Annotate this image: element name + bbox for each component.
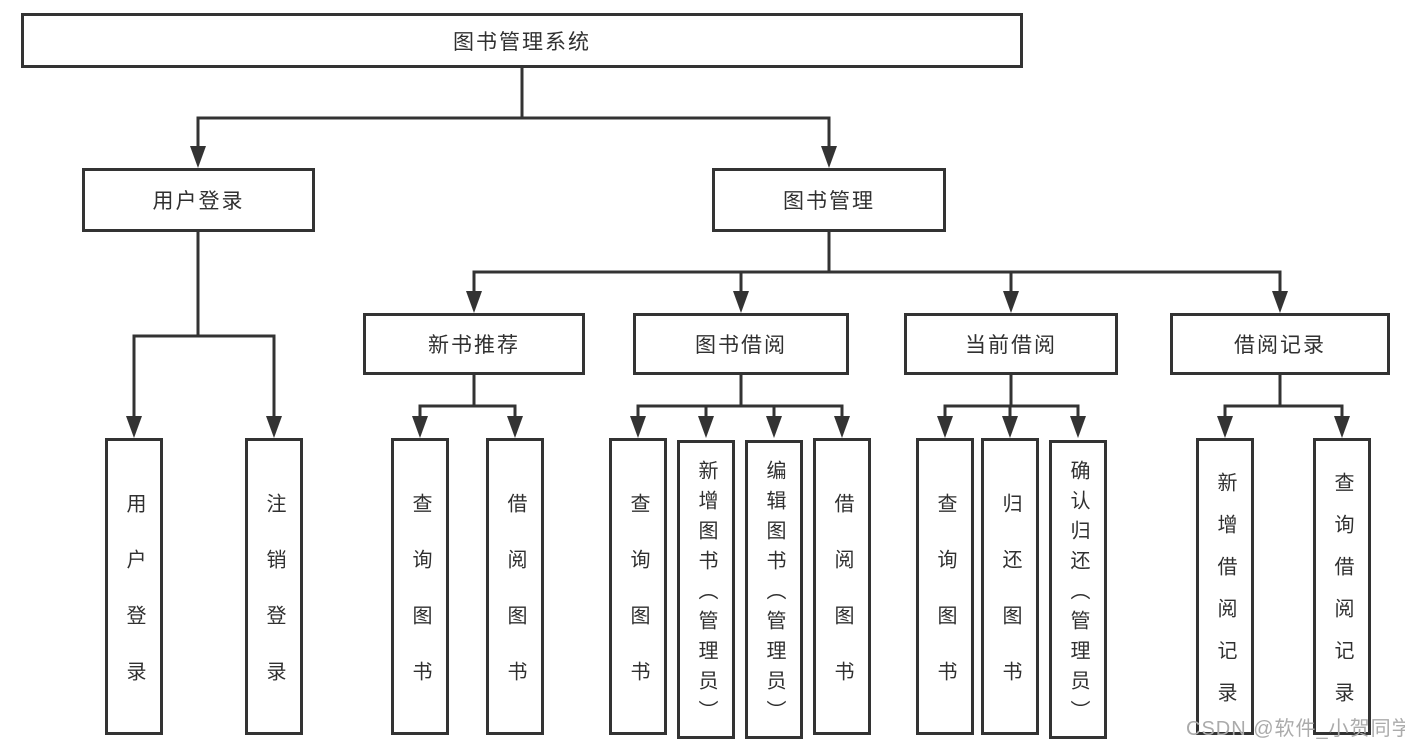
leaf-borrow-books-1: 借阅图书 [486, 438, 544, 735]
connector-current-borrow-children [943, 373, 1080, 422]
node-new-book-recommendation: 新书推荐 [363, 313, 585, 375]
arrowhead [1002, 416, 1018, 438]
arrowhead [507, 416, 523, 438]
leaf-edit-book-admin-label: 编辑图书（管理员） [763, 459, 785, 730]
connector-user-login-children [132, 230, 276, 422]
leaf-return-books: 归还图书 [981, 438, 1039, 735]
leaf-query-books-3-label: 查询图书 [934, 492, 956, 717]
arrowhead [937, 416, 953, 438]
leaf-edit-book-admin: 编辑图书（管理员） [745, 440, 803, 739]
node-user-login: 用户登录 [82, 168, 315, 232]
leaf-user-login-label: 用户登录 [123, 492, 145, 717]
node-library-management-system: 图书管理系统 [21, 13, 1023, 68]
arrowhead [412, 416, 428, 438]
node-current-borrowing: 当前借阅 [904, 313, 1118, 375]
leaf-query-books-3: 查询图书 [916, 438, 974, 735]
leaf-borrow-books-2: 借阅图书 [813, 438, 871, 735]
leaf-add-book-admin-label: 新增图书（管理员） [695, 459, 717, 730]
arrowhead [766, 416, 782, 438]
arrowhead [266, 416, 282, 438]
leaf-logout-login-label: 注销登录 [263, 492, 285, 717]
node-book-borrowing: 图书借阅 [633, 313, 849, 375]
leaf-logout-login: 注销登录 [245, 438, 303, 735]
leaf-query-books-2: 查询图书 [609, 438, 667, 735]
node-book-management: 图书管理 [712, 168, 946, 232]
node-borrowing-records: 借阅记录 [1170, 313, 1390, 375]
leaf-confirm-return-admin-label: 确认归还（管理员） [1067, 459, 1089, 730]
leaf-add-book-admin: 新增图书（管理员） [677, 440, 735, 739]
arrowhead [1272, 291, 1288, 313]
connector-book-borrow-children [636, 373, 844, 422]
leaf-borrow-books-2-label: 借阅图书 [831, 492, 853, 717]
arrowhead [821, 146, 837, 168]
leaf-query-borrow-record-label: 查询借阅记录 [1331, 471, 1353, 724]
leaf-return-books-label: 归还图书 [999, 492, 1021, 717]
leaf-user-login: 用户登录 [105, 438, 163, 735]
leaf-query-books-1: 查询图书 [391, 438, 449, 735]
leaf-add-borrow-record: 新增借阅记录 [1196, 438, 1254, 735]
arrowhead [698, 416, 714, 438]
arrowhead [733, 291, 749, 313]
leaf-query-borrow-record: 查询借阅记录 [1313, 438, 1371, 735]
connector-lines [132, 66, 1344, 422]
arrowhead [190, 146, 206, 168]
connector-book-management-children [472, 230, 1282, 298]
arrowhead [466, 291, 482, 313]
connector-root-to-level2 [196, 66, 831, 152]
arrowhead [1070, 416, 1086, 438]
connector-arrowheads [126, 146, 1350, 438]
arrowhead [1217, 416, 1233, 438]
arrowhead [1334, 416, 1350, 438]
leaf-query-books-1-label: 查询图书 [409, 492, 431, 717]
arrowhead [126, 416, 142, 438]
csdn-watermark: CSDN @软件_小贺同学 [1186, 718, 1405, 740]
leaf-query-books-2-label: 查询图书 [627, 492, 649, 717]
leaf-confirm-return-admin: 确认归还（管理员） [1049, 440, 1107, 739]
arrowhead [834, 416, 850, 438]
leaf-borrow-books-1-label: 借阅图书 [504, 492, 526, 717]
arrowhead [630, 416, 646, 438]
connector-new-book-rec-children [418, 373, 517, 422]
arrowhead [1003, 291, 1019, 313]
leaf-add-borrow-record-label: 新增借阅记录 [1214, 471, 1236, 724]
connector-borrow-records-children [1223, 373, 1344, 422]
